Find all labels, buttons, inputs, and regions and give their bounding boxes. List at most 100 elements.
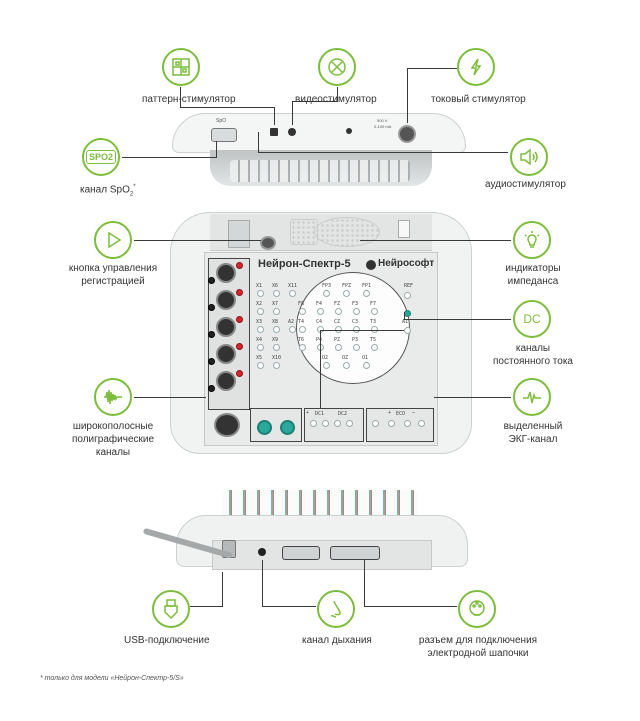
red-jack-1 — [236, 262, 243, 269]
audio-connector-h — [258, 152, 508, 153]
eeg-jack-label: C3 — [352, 319, 359, 325]
pattern-port — [270, 128, 278, 136]
eeg-jack — [335, 326, 342, 333]
pattern-stimulator-label: паттерн-стимулятор — [142, 94, 236, 105]
eeg-jack-label: F4 — [316, 301, 323, 307]
registration-button[interactable] — [260, 236, 276, 250]
eeg-jack — [299, 344, 306, 351]
current-port — [398, 125, 416, 143]
neurosoft-logo-icon — [366, 260, 376, 270]
aux-jack-label: X4 — [256, 337, 263, 343]
breath-connector-h — [262, 606, 316, 607]
eco-plus-label: + — [388, 410, 392, 416]
aux-jack — [273, 362, 280, 369]
eeg-jack-label: F7 — [370, 301, 377, 307]
eeg-jack-label: O2 — [322, 355, 329, 361]
video-connector-h — [292, 101, 338, 102]
pattern-connector-v2 — [274, 107, 275, 125]
aux-jack-label: A2 — [288, 319, 295, 325]
aux-jack — [257, 362, 264, 369]
eeg-jack — [343, 362, 350, 369]
broadband-connector-4 — [216, 344, 236, 364]
breath-port — [258, 548, 266, 556]
lightbulb-icon — [513, 221, 551, 259]
eeg-jack — [335, 344, 342, 351]
eeg-jack-label: CZ — [334, 319, 341, 325]
black-jack-3 — [208, 331, 215, 338]
cap-connector-h — [364, 606, 457, 607]
dc-icon-text: DC — [523, 312, 541, 326]
dc1-label: DC1 — [315, 411, 325, 417]
impedance-indicator-grid — [290, 219, 318, 245]
impedance-label-1: индикаторы — [505, 263, 561, 274]
aux-jack-label: X7 — [272, 301, 279, 307]
video-stimulator-label: видеостимулятор — [295, 94, 377, 105]
eeg-jack-label: T6 — [298, 337, 305, 343]
ecg-label-2: ЭКГ-канал — [508, 434, 558, 445]
ref-jack-teal — [404, 310, 411, 317]
spo2-label-sub: 2 — [129, 191, 134, 198]
eeg-jack-label: FP1 — [362, 283, 372, 289]
head-cap-icon — [458, 590, 496, 628]
eeg-jack-label: FP3 — [322, 283, 332, 289]
pattern-connector-v — [180, 87, 181, 107]
eeg-jack-label: PZ — [334, 337, 341, 343]
usb-connector-v — [222, 572, 223, 606]
eeg-jack — [317, 308, 324, 315]
black-jack-2 — [208, 304, 215, 311]
aux-jack-label: X3 — [256, 319, 263, 325]
spo2-icon-text: SPO2 — [85, 150, 116, 164]
eeg-jack — [323, 290, 330, 297]
eeg-jack — [353, 308, 360, 315]
waveform-icon — [94, 378, 132, 416]
breath-connector-v — [262, 560, 263, 606]
eeg-jack-label: P4 — [316, 337, 322, 343]
eeg-jack-label: OZ — [342, 355, 349, 361]
dc-icon: DC — [513, 300, 551, 338]
eeg-jack-label: P3 — [352, 337, 359, 343]
black-jack-1 — [208, 277, 215, 284]
cap-connector-v — [364, 560, 365, 606]
spo2-label: канал SpO2* — [80, 181, 136, 201]
spo2-port — [211, 128, 237, 142]
dc2-label: DC2 — [338, 411, 348, 417]
audio-stimulator-icon — [510, 138, 548, 176]
ecg-jack-3 — [404, 420, 411, 427]
eeg-jack-label: FZ — [334, 301, 341, 307]
current-connector-v — [407, 68, 408, 123]
aux-jack-label: X9 — [272, 337, 279, 343]
dc-jack-1 — [310, 420, 317, 427]
audio-connector-v — [258, 132, 259, 153]
video-stimulator-icon — [318, 48, 356, 86]
spo2-connector — [122, 157, 216, 158]
footnote: * только для модели «Нейрон-Спектр-5/S» — [40, 675, 184, 682]
eeg-jack — [323, 362, 330, 369]
broadband-label-3: каналы — [95, 447, 131, 458]
aux-jack-label: X1 — [256, 283, 263, 289]
eeg-jack — [299, 326, 306, 333]
play-icon — [94, 221, 132, 259]
broadband-label-1: широкополосные — [72, 421, 154, 432]
broadband-connector — [134, 397, 206, 398]
eeg-jack — [371, 308, 378, 315]
red-jack-4 — [236, 343, 243, 350]
current-stimulator-label: токовый стимулятор — [431, 94, 526, 105]
dc-connector-h — [404, 319, 511, 320]
breath-label: канал дыхания — [302, 635, 372, 646]
eeg-jack — [363, 362, 370, 369]
aux-jack-label: X10 — [272, 355, 282, 361]
cap-label-2: электродной шапочки — [427, 648, 529, 659]
usb-icon — [152, 590, 190, 628]
eeg-jack-label: F3 — [352, 301, 359, 307]
pattern-connector-h — [180, 107, 275, 108]
eeg-jack — [371, 326, 378, 333]
impedance-connector — [360, 240, 511, 241]
ecg-jack-2 — [388, 420, 395, 427]
ecg-label-1: выделенный — [503, 421, 563, 432]
eeg-jack — [335, 308, 342, 315]
aux-jack — [273, 308, 280, 315]
spo2-label-main: канал SpO — [80, 184, 130, 196]
broadband-connector-5 — [216, 371, 236, 391]
device-back-panel — [212, 540, 432, 570]
audio-port — [346, 128, 352, 134]
